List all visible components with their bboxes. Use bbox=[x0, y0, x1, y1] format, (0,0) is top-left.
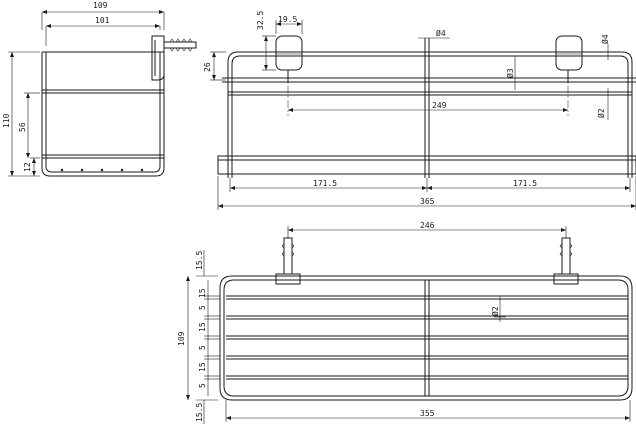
dim-side-bottom-offset: 12 bbox=[23, 162, 32, 172]
dim-front-bracket-width: 19.5 bbox=[278, 15, 297, 24]
dim-front-wire-dia: Ø2 bbox=[596, 108, 606, 118]
top-hook-right bbox=[553, 237, 579, 285]
bottom-wire-dots bbox=[60, 168, 144, 172]
dim-top-pitch: 5 bbox=[198, 305, 207, 310]
top-view: 246 Ø2 109 15.5 15.5 5 15 5 1 bbox=[177, 221, 633, 424]
dim-top-pitch: 15 bbox=[198, 288, 207, 298]
dim-front-rod-dia-right: Ø4 bbox=[600, 34, 610, 44]
dim-top-edge-bottom: 15.5 bbox=[195, 403, 204, 422]
top-pitch-dims: 5 15 5 15 5 15 bbox=[198, 280, 220, 396]
dim-front-top-offset: 26 bbox=[203, 62, 212, 72]
dim-side-rail-height: 56 bbox=[18, 122, 27, 132]
dim-front-rod-dia: Ø4 bbox=[436, 28, 446, 38]
dim-top-pitch: 15 bbox=[198, 322, 207, 332]
front-view: 32.5 19.5 26 Ø4 Ø4 Ø3 Ø2 249 171.5 171. bbox=[203, 11, 636, 210]
dim-side-inner-width: 101 bbox=[95, 16, 110, 25]
dim-top-overall-length: 355 bbox=[420, 409, 435, 418]
dim-top-hook-spacing: 246 bbox=[420, 221, 435, 230]
dim-top-pitch: 5 bbox=[198, 383, 207, 388]
top-hook-left bbox=[275, 237, 301, 285]
dim-front-half-left: 171.5 bbox=[313, 179, 337, 188]
top-wires bbox=[226, 295, 628, 380]
dim-top-pitch: 5 bbox=[198, 345, 207, 350]
side-basket-outline bbox=[41, 52, 165, 177]
dim-front-bracket-spacing: 249 bbox=[432, 101, 447, 110]
dim-front-half-right: 171.5 bbox=[513, 179, 537, 188]
dim-top-wire-dia: Ø2 bbox=[490, 306, 500, 316]
dim-front-overall-length: 365 bbox=[420, 197, 435, 206]
dim-side-overall-width: 109 bbox=[93, 1, 108, 10]
dim-top-edge-top: 15.5 bbox=[195, 251, 204, 270]
front-bracket-right bbox=[555, 35, 583, 82]
dim-front-hole-dia: Ø3 bbox=[505, 68, 515, 78]
dim-front-bracket-height: 32.5 bbox=[256, 11, 265, 30]
dim-side-overall-height: 110 bbox=[2, 113, 11, 128]
dim-top-overall-depth: 109 bbox=[177, 331, 186, 346]
front-bracket-left bbox=[275, 35, 303, 82]
side-view: 109 101 110 56 12 bbox=[2, 1, 197, 177]
top-frame bbox=[219, 275, 633, 401]
front-frame bbox=[227, 51, 633, 178]
side-wall-bracket bbox=[151, 35, 197, 81]
dim-top-pitch: 15 bbox=[198, 362, 207, 372]
